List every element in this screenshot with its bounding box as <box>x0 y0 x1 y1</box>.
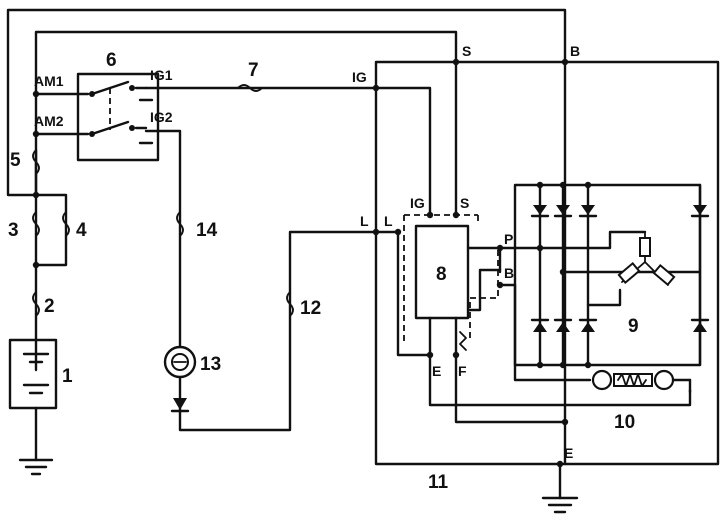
wires <box>6 8 720 500</box>
terminal-labels: AM1 AM2 IG1 IG2 IG S B IG S L L P B E F … <box>34 43 580 461</box>
label-8: 8 <box>436 264 447 285</box>
terminal-s-regulator: S <box>460 195 469 211</box>
ignition-switch-6 <box>76 72 160 162</box>
label-4: 4 <box>76 220 87 241</box>
grounds <box>18 458 579 514</box>
label-14: 14 <box>196 220 218 241</box>
battery-1 <box>8 338 58 410</box>
terminal-ig1: IG1 <box>150 67 173 83</box>
label-3: 3 <box>8 220 19 241</box>
component-numbers: 1 2 3 4 5 6 7 8 9 10 11 12 13 14 <box>8 50 639 493</box>
dashed-links <box>403 214 515 345</box>
terminal-ig: IG <box>352 69 367 85</box>
terminal-ig2: IG2 <box>150 109 173 125</box>
label-7: 7 <box>248 60 259 81</box>
label-5: 5 <box>10 150 21 171</box>
terminal-b-regulator: B <box>504 265 514 281</box>
junctions <box>32 58 592 468</box>
terminal-am1: AM1 <box>34 73 64 89</box>
label-2: 2 <box>44 296 55 317</box>
rectifier-9 <box>498 183 710 367</box>
terminal-b: B <box>570 43 580 59</box>
terminal-s: S <box>462 43 471 59</box>
label-13: 13 <box>200 354 221 375</box>
terminal-ig-regulator: IG <box>410 195 425 211</box>
terminal-e-ground: E <box>564 445 573 461</box>
terminal-am2: AM2 <box>34 113 64 129</box>
label-12: 12 <box>300 298 321 319</box>
label-9: 9 <box>628 316 639 337</box>
label-6: 6 <box>106 50 117 71</box>
terminal-e-regulator: E <box>432 363 441 379</box>
terminal-f-regulator: F <box>458 363 467 379</box>
label-10: 10 <box>614 412 635 433</box>
label-1: 1 <box>62 366 73 387</box>
label-11: 11 <box>428 472 449 493</box>
fuses <box>32 84 294 317</box>
rotor-10 <box>513 283 692 394</box>
terminal-p: P <box>504 231 513 247</box>
charge-lamp-13 <box>163 345 197 413</box>
terminal-l-internal: L <box>384 213 393 229</box>
terminal-l-external: L <box>360 213 369 229</box>
